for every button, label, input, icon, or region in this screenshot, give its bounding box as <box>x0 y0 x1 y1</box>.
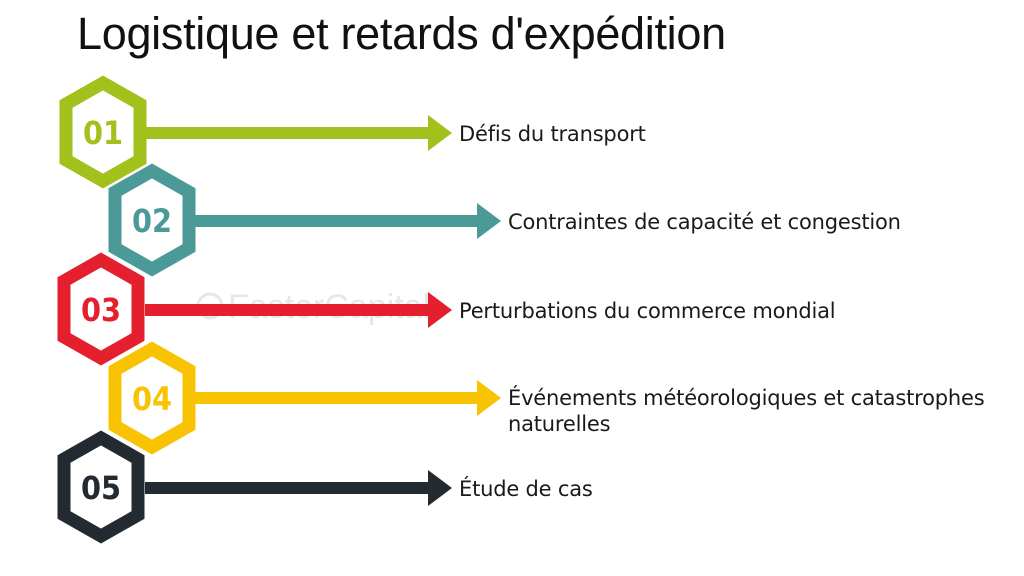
step-4-label: Événements météorologiques et catastroph… <box>508 386 985 436</box>
step-4: 04 <box>108 341 501 455</box>
step-3-number: 03 <box>81 291 121 329</box>
step-5-number: 05 <box>81 469 121 507</box>
step-3: 03 <box>57 252 452 366</box>
step-2-number: 02 <box>132 202 172 240</box>
step-1-hexagon <box>59 75 147 189</box>
step-3-hexagon <box>57 252 145 366</box>
step-1: 01 <box>59 75 452 189</box>
step-5-hexagon <box>57 430 145 544</box>
step-2-arrow <box>193 203 501 239</box>
step-3-arrow <box>145 292 452 328</box>
step-1-label: Défis du transport <box>459 122 646 146</box>
step-2: 02 <box>108 163 501 277</box>
step-5-label: Étude de cas <box>459 477 593 501</box>
step-4-number: 04 <box>132 380 172 418</box>
page-title: Logistique et retards d'expédition <box>77 8 726 59</box>
step-1-arrow <box>145 115 452 151</box>
step-5: 05 <box>57 430 452 544</box>
step-4-hexagon <box>108 341 196 455</box>
step-5-arrow <box>145 470 452 506</box>
step-4-arrow <box>193 380 501 416</box>
step-1-number: 01 <box>83 114 123 152</box>
step-2-hexagon <box>108 163 196 277</box>
step-2-label: Contraintes de capacité et congestion <box>508 210 901 234</box>
step-3-label: Perturbations du commerce mondial <box>459 299 836 323</box>
